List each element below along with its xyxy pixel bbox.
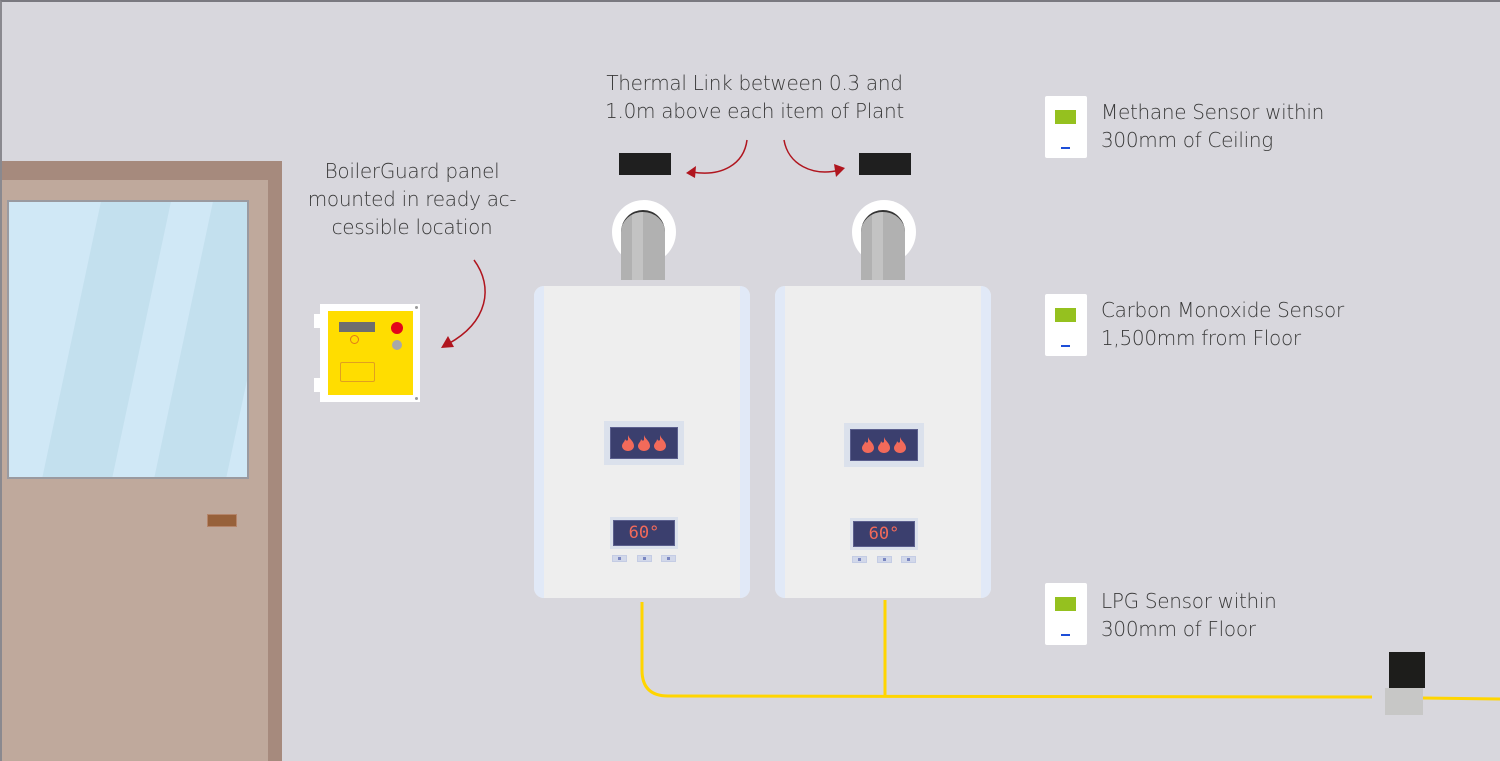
flame-icon xyxy=(878,437,890,453)
panel-mount-tab xyxy=(314,378,322,392)
window-glare xyxy=(34,202,174,477)
methane-label-line: 300mm of Ceiling xyxy=(1101,128,1273,152)
boiler-2-button xyxy=(877,556,892,563)
arrow-to-thermal-link-1 xyxy=(691,139,748,174)
boiler-2-button xyxy=(852,556,867,563)
lpg-sensor xyxy=(1045,583,1087,645)
boiler-1-temp-display: 60° xyxy=(610,517,678,549)
boiler-2-flame-display xyxy=(844,423,924,467)
thermal-link-label-line: 1.0m above each item of Plant xyxy=(605,99,904,123)
co-label-line: Carbon Monoxide Sensor xyxy=(1101,298,1344,322)
boiler-1-button xyxy=(637,555,652,562)
boiler-1-button xyxy=(612,555,627,562)
flame-indicator xyxy=(610,427,678,459)
flame-icon xyxy=(638,435,650,451)
panel-label-line: BoilerGuard panel xyxy=(324,159,500,183)
panel-keyswitch xyxy=(350,335,359,344)
thermal-link-label: Thermal Link between 0.3 and 1.0m above … xyxy=(592,69,917,125)
lpg-label-line: 300mm of Floor xyxy=(1101,617,1256,641)
methane-label-line: Methane Sensor within xyxy=(1101,100,1324,124)
flue-pipe-2 xyxy=(861,210,905,280)
panel-screw xyxy=(415,306,418,309)
arrowhead-icon xyxy=(686,166,696,178)
panel-mount-tab xyxy=(314,314,322,328)
flame-icon xyxy=(862,437,874,453)
panel-alarm-led xyxy=(391,322,403,334)
temperature-readout: 60° xyxy=(853,521,915,547)
panel-label: BoilerGuard panel mounted in ready ac- c… xyxy=(302,157,522,241)
flame-icon xyxy=(654,435,666,451)
flame-indicator xyxy=(850,429,918,461)
co-label-line: 1,500mm from Floor xyxy=(1101,326,1301,350)
carbon-monoxide-sensor xyxy=(1045,294,1087,356)
panel-screw xyxy=(415,397,418,400)
door-handle xyxy=(207,514,237,527)
flame-icon xyxy=(894,437,906,453)
lpg-label-line: LPG Sensor within xyxy=(1101,589,1277,613)
boiler-1-flame-display xyxy=(604,421,684,465)
door-window xyxy=(7,200,249,479)
carbon-monoxide-sensor-label: Carbon Monoxide Sensor 1,500mm from Floo… xyxy=(1101,296,1344,352)
gas-solenoid-valve-body xyxy=(1385,688,1423,715)
thermal-link-1 xyxy=(619,153,671,175)
boiler-2-button xyxy=(901,556,916,563)
panel-display xyxy=(339,322,375,332)
lpg-sensor-label: LPG Sensor within 300mm of Floor xyxy=(1101,587,1277,643)
gas-solenoid-valve-head xyxy=(1389,652,1425,688)
arrowhead-icon xyxy=(441,336,454,348)
thermal-link-label-line: Thermal Link between 0.3 and xyxy=(606,71,903,95)
arrow-to-panel xyxy=(447,259,486,345)
boiler-2-temp-display: 60° xyxy=(850,518,918,550)
boiler-1-button xyxy=(661,555,676,562)
panel-label-line: mounted in ready ac- xyxy=(307,187,517,211)
panel-status-led xyxy=(392,340,402,350)
panel-label-line: cessible location xyxy=(331,215,493,239)
arrowhead-icon xyxy=(834,164,845,177)
flame-icon xyxy=(622,435,634,451)
methane-sensor-label: Methane Sensor within 300mm of Ceiling xyxy=(1101,98,1324,154)
flue-pipe-1 xyxy=(621,210,665,280)
thermal-link-2 xyxy=(859,153,911,175)
temperature-readout: 60° xyxy=(613,520,675,546)
methane-sensor xyxy=(1045,96,1087,158)
arrow-to-thermal-link-2 xyxy=(783,139,841,173)
panel-label-slot xyxy=(340,362,375,382)
gas-pipe-outlet xyxy=(1421,696,1500,701)
